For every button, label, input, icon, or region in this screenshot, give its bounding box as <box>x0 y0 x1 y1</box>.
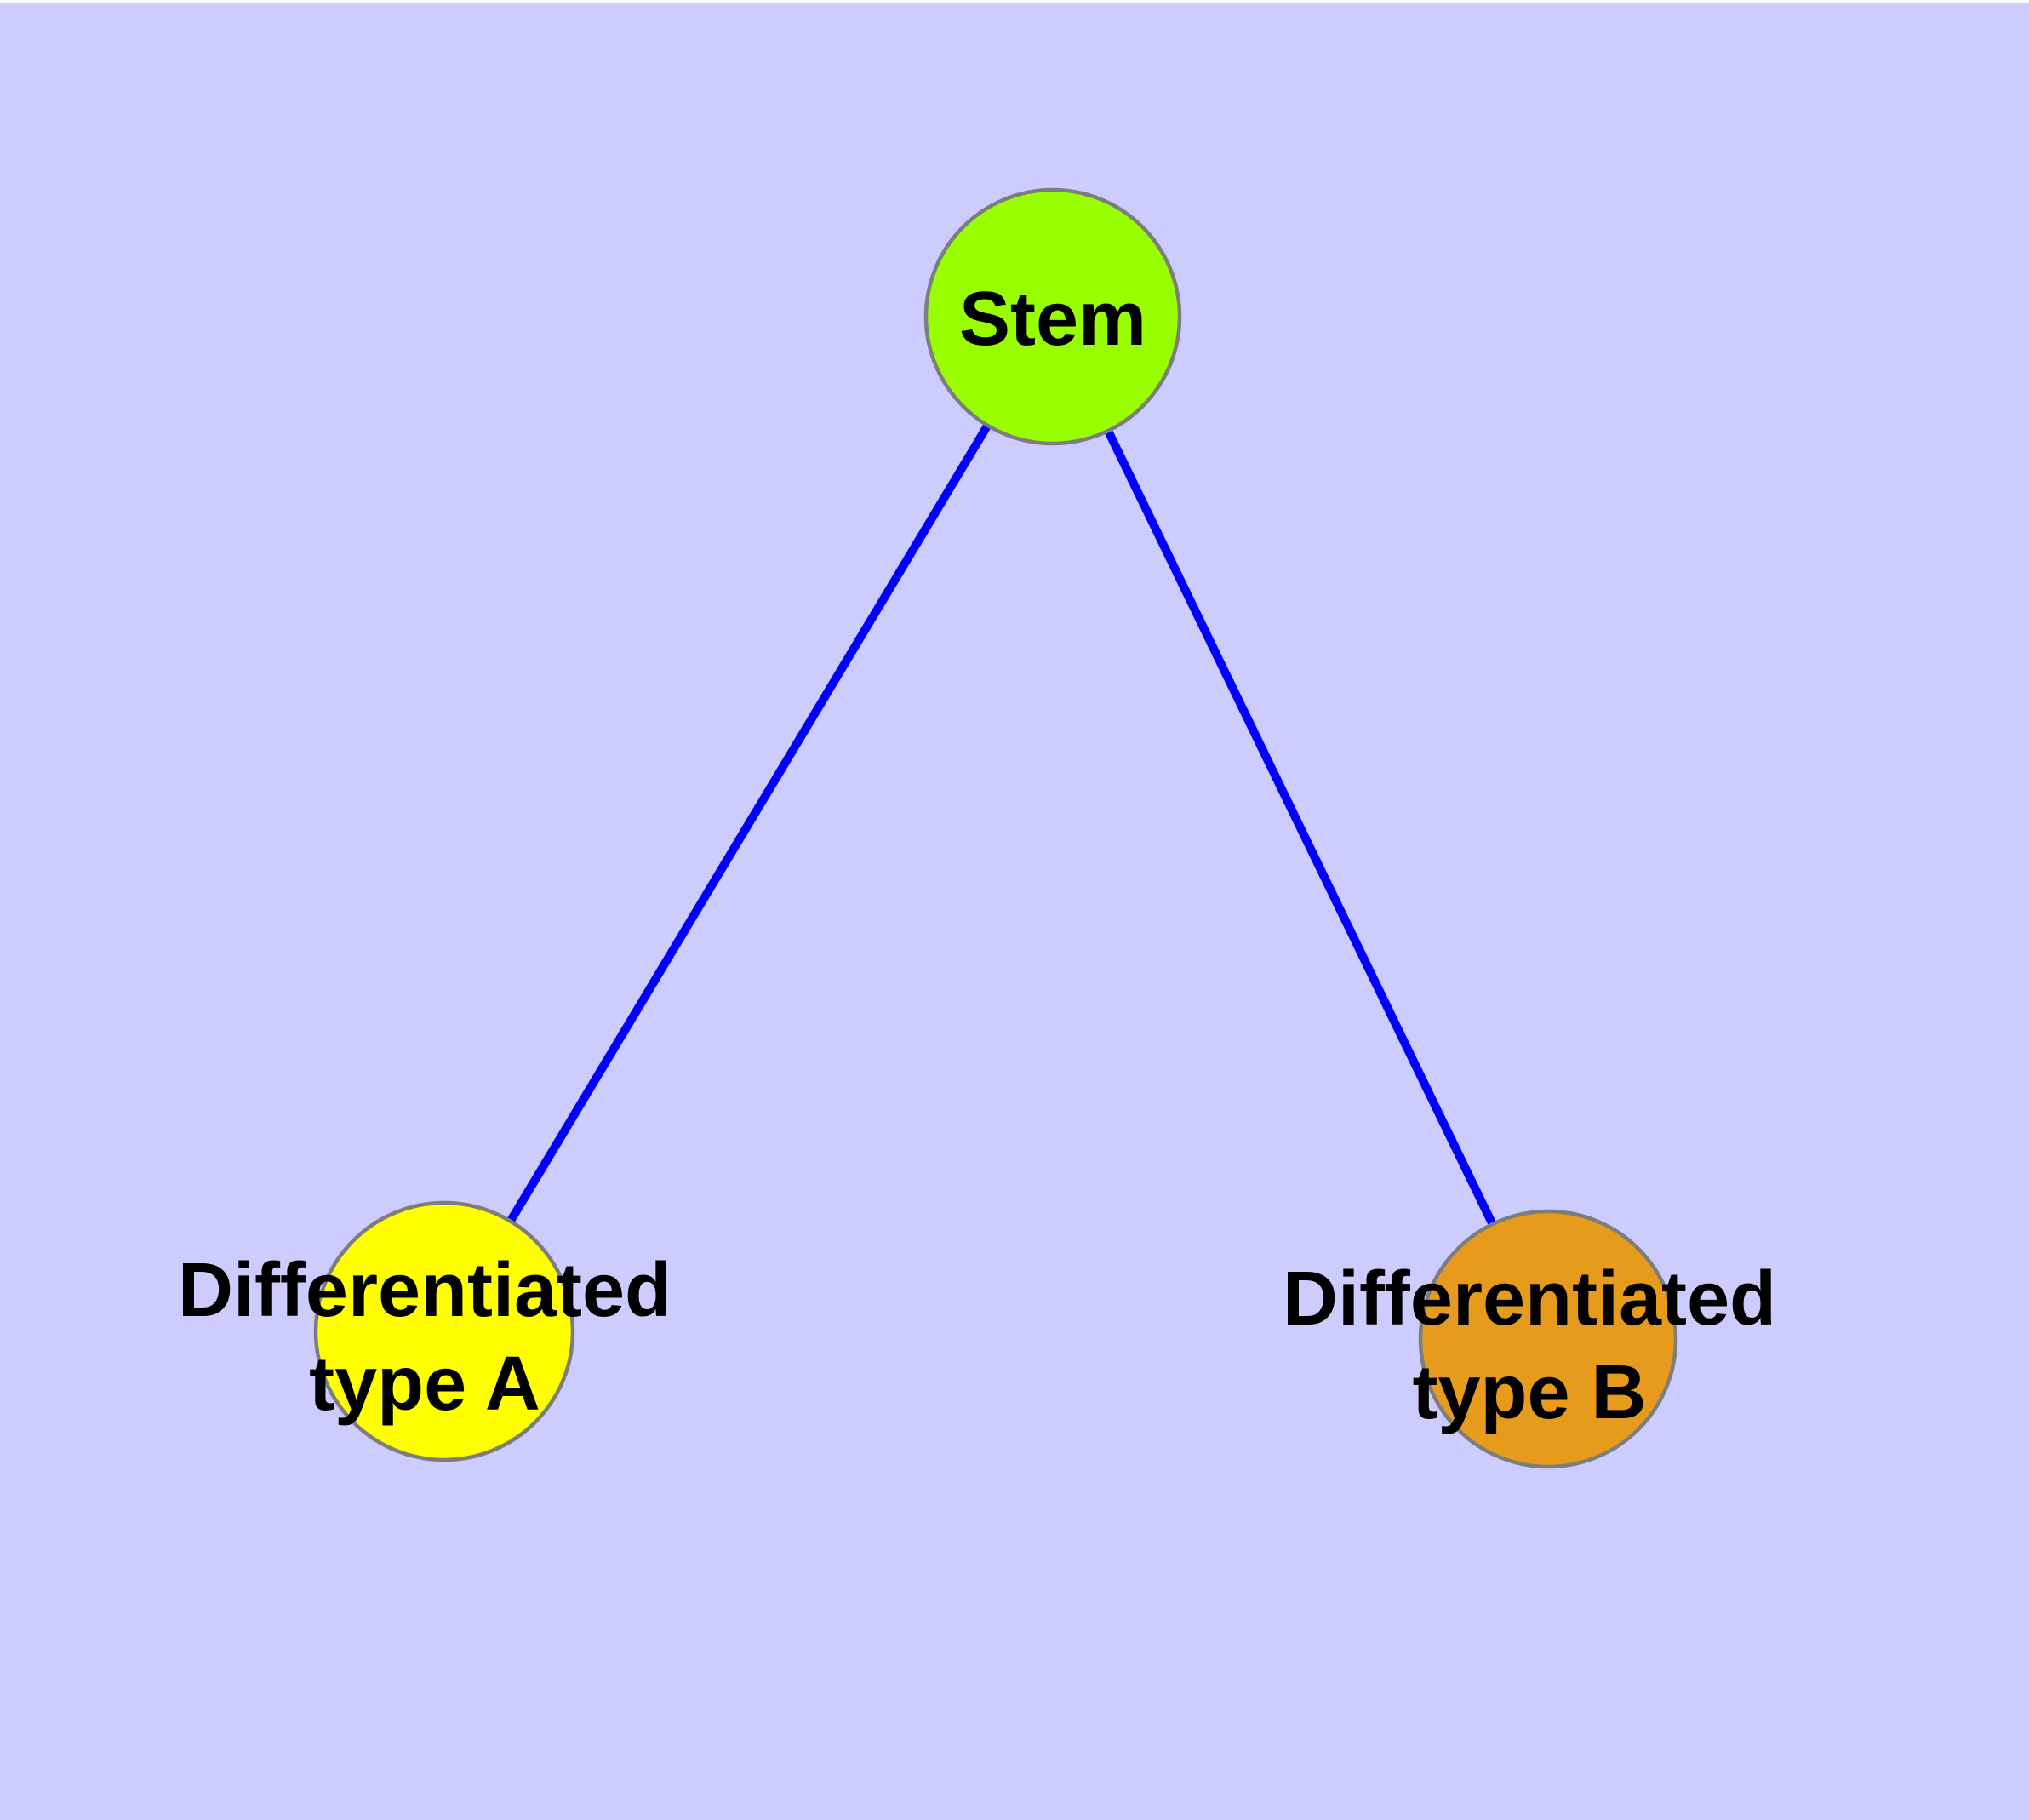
node-differentiated-type-a <box>313 1200 575 1462</box>
top-border <box>0 0 2029 3</box>
edge-stem-to-type-a <box>440 314 1057 1334</box>
node-stem <box>923 187 1182 446</box>
node-type-a-label-line2: type A <box>309 1342 540 1427</box>
node-type-b-label-line1: Differentiated <box>1283 1256 1776 1342</box>
edge-stem-to-type-b <box>1049 314 1552 1342</box>
node-stem-label: Stem <box>959 277 1146 362</box>
node-type-a-label-line1: Differentiated <box>178 1248 672 1333</box>
node-type-b-label-line2: type B <box>1412 1350 1646 1435</box>
node-differentiated-type-b <box>1418 1209 1678 1469</box>
